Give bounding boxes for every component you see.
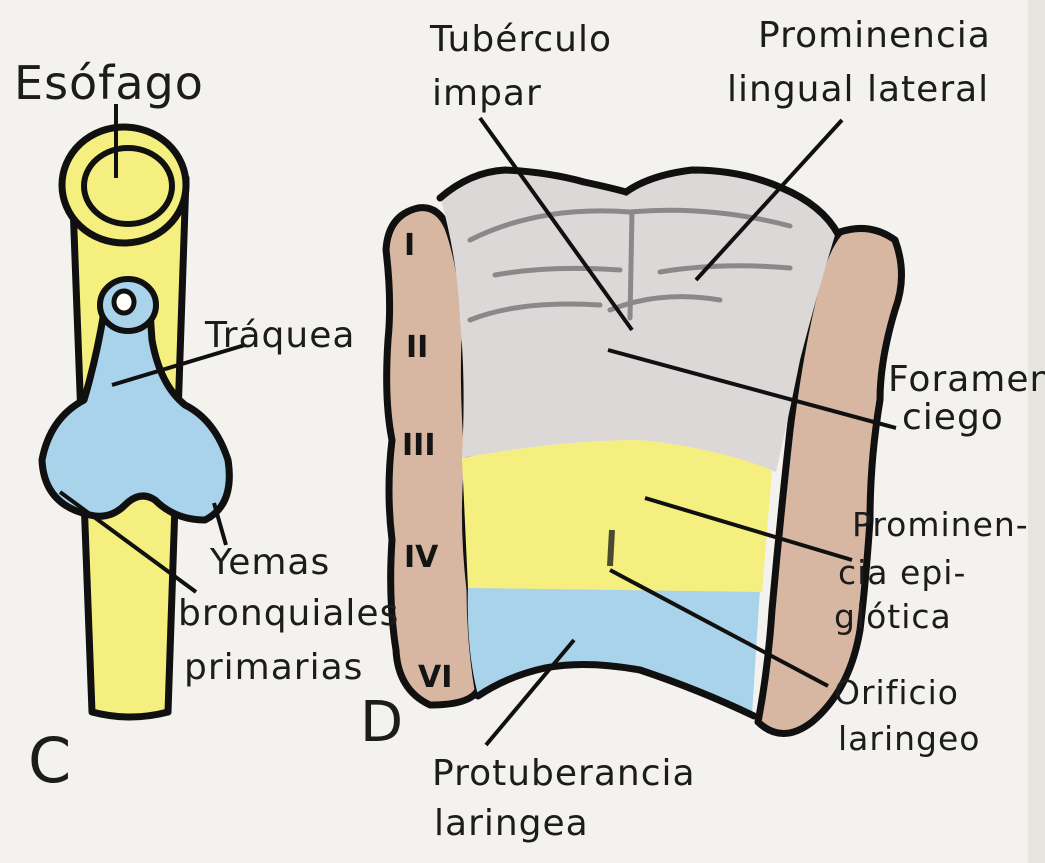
arch-number-6: VI [418,660,452,695]
label-tuberculo-line2: impar [432,76,542,112]
label-orificio-line1: Orificio [834,676,959,709]
arch-number-1: I [404,228,415,263]
panel-c-letter: C [28,730,72,792]
median-groove [610,530,612,566]
label-primarias: primarias [184,650,363,686]
label-orificio-line2: laringeo [838,722,980,755]
label-prominencia-epiglotica-line2: cia epi- [838,556,966,589]
label-prominencia-epiglotica-line3: glótica [834,600,952,633]
label-prominencia-lingual-line1: Prominencia [758,18,991,54]
arch-number-2: II [406,330,428,365]
label-protuberancia-line2: laringea [434,806,589,842]
label-prominencia-lingual-line2: lingual lateral [727,72,989,108]
arch-number-3: III [402,428,436,463]
label-yemas: Yemas [210,545,330,581]
label-foramen-line1: Foramen [888,362,1045,398]
label-foramen-line2: ciego [902,400,1004,436]
esophagus-lumen [84,148,172,224]
epiglottal-region [462,440,772,592]
tongue-region [440,170,836,472]
panel-d-drawing [386,118,902,745]
label-tuberculo-line1: Tubérculo [430,22,612,58]
label-bronquiales: bronquiales [178,596,399,632]
paper-edge [1028,0,1045,863]
label-protuberancia-line1: Protuberancia [432,756,696,792]
label-esofago: Esófago [14,60,204,106]
arch-number-4: IV [404,540,438,575]
trachea-bronchial-buds [42,312,229,520]
panel-d-letter: D [360,695,404,751]
label-traquea: Tráquea [205,318,355,354]
label-prominencia-epiglotica-line1: Prominen- [852,508,1029,541]
trachea-lumen [114,291,134,313]
